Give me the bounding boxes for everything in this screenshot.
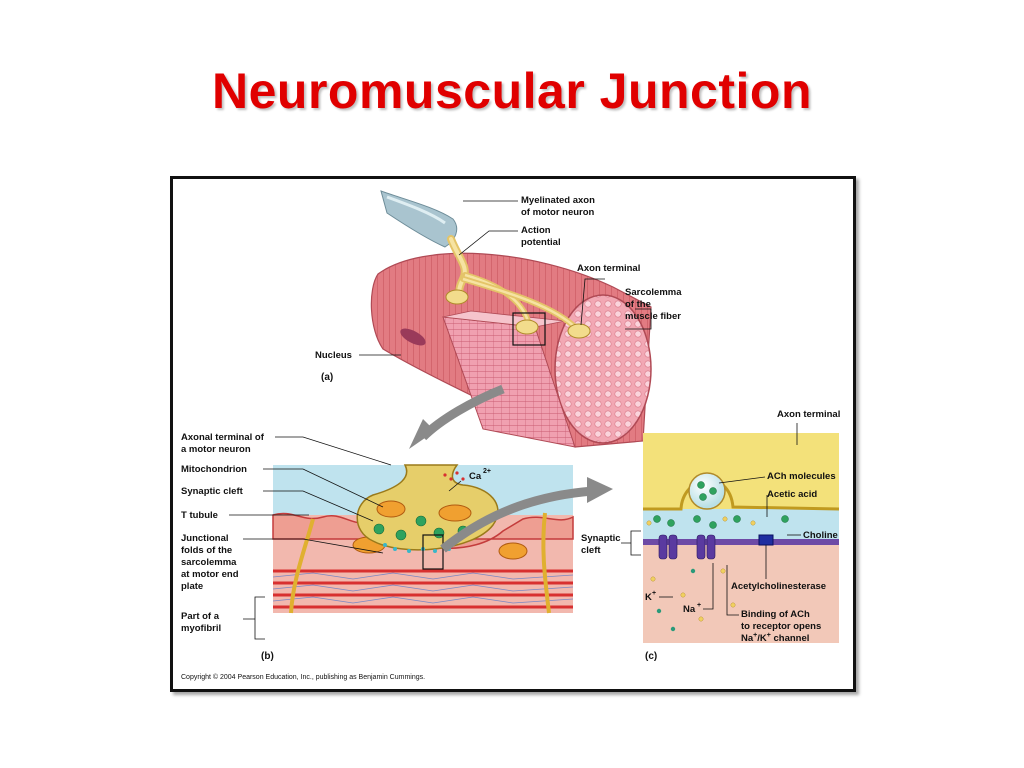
myelin-sheath bbox=[380, 190, 458, 248]
diagram-label: to receptor opens bbox=[741, 621, 821, 632]
diagram-label: (c) bbox=[645, 651, 657, 662]
diagram-label: Synaptic cleft bbox=[181, 486, 244, 497]
diagram-label: Axon terminal bbox=[777, 409, 840, 420]
zoom-arrow-b-to-c bbox=[440, 486, 594, 553]
diagram-label: Na bbox=[741, 633, 754, 644]
myofibril-b bbox=[273, 569, 573, 609]
zoom-box-a bbox=[512, 312, 546, 346]
postsynaptic-membrane bbox=[643, 539, 839, 545]
diagram-label: Axonal terminal of bbox=[181, 432, 265, 443]
diagram-label: Myelinated axon bbox=[521, 195, 595, 206]
mitochondrion-b1 bbox=[376, 500, 406, 518]
diagram-label: (a) bbox=[321, 372, 333, 383]
diagram-label: plate bbox=[181, 581, 203, 592]
mitochondrion-b2 bbox=[438, 504, 472, 522]
diagram-label: Binding of ACh bbox=[741, 609, 810, 620]
diagram-label: + bbox=[652, 590, 656, 597]
diagram-label: ACh molecules bbox=[767, 471, 836, 482]
diagram-label: folds of the bbox=[181, 545, 232, 556]
diagram-label: Junctional bbox=[181, 533, 229, 544]
muscle-nucleus bbox=[400, 328, 426, 346]
diagram-label: Action bbox=[521, 225, 551, 236]
diagram-label: /K bbox=[757, 633, 767, 644]
t-tubule-right bbox=[541, 512, 551, 614]
diagram-label: K bbox=[645, 592, 652, 603]
diagram-label: + bbox=[697, 602, 701, 609]
figure-frame: Myelinated axon of motor neuron Action p… bbox=[170, 176, 856, 692]
diagram-label: sarcolemma bbox=[181, 557, 237, 568]
t-tubule-left bbox=[289, 518, 315, 614]
diagram-label: of the bbox=[625, 299, 651, 310]
diagram-label: + bbox=[767, 632, 771, 639]
myelin-sheath-highlight bbox=[386, 195, 446, 225]
diagram-label: Axon terminal bbox=[577, 263, 640, 274]
diagram-label: Ca bbox=[469, 471, 482, 482]
diagram-label: Sarcolemma bbox=[625, 287, 682, 298]
acetylcholinesterase bbox=[758, 534, 774, 546]
diagram-label: Acetic acid bbox=[767, 489, 817, 500]
axon-terminal-c bbox=[643, 433, 839, 509]
axon-terminal-a2 bbox=[515, 319, 539, 335]
ach-receptors bbox=[658, 534, 716, 560]
diagram-label: potential bbox=[521, 237, 561, 248]
diagram-label: myofibril bbox=[181, 623, 221, 634]
axon-terminal-a1 bbox=[445, 289, 469, 305]
diagram-label: muscle fiber bbox=[625, 311, 681, 322]
neuromuscular-diagram: Myelinated axon of motor neuron Action p… bbox=[181, 190, 840, 681]
diagram-label: Mitochondrion bbox=[181, 464, 247, 475]
diagram-label: Synaptic bbox=[581, 533, 621, 544]
diagram-label: Nucleus bbox=[315, 350, 352, 361]
zoom-box-b bbox=[422, 534, 444, 570]
diagram-label: channel bbox=[771, 633, 810, 644]
page-title: Neuromuscular Junction bbox=[212, 63, 812, 119]
panel-c: Axon terminal ACh molecules Acetic acid … bbox=[581, 409, 840, 662]
diagram-label: 2+ bbox=[483, 468, 491, 475]
diagram-label: T tubule bbox=[181, 510, 218, 521]
diagram-label: (b) bbox=[261, 651, 274, 662]
axon-terminal-a3 bbox=[567, 323, 591, 339]
svg-text:Na+/K+ channel: Na+/K+ channel bbox=[741, 632, 809, 644]
panel-b: Ca 2+ Axonal terminal of a motor neuron … bbox=[181, 432, 574, 662]
diagram-label: Part of a bbox=[181, 611, 220, 622]
panel-a: Myelinated axon of motor neuron Action p… bbox=[315, 190, 682, 448]
diagram-label: Acetylcholinesterase bbox=[731, 581, 826, 592]
diagram-label: Choline bbox=[803, 530, 838, 541]
copyright-text: Copyright © 2004 Pearson Education, Inc.… bbox=[181, 673, 425, 681]
diagram-label: at motor end bbox=[181, 569, 239, 580]
diagram-label: + bbox=[753, 632, 757, 639]
diagram-label: cleft bbox=[581, 545, 601, 556]
diagram-label: Na bbox=[683, 604, 696, 615]
ach-molecules-vesicle bbox=[697, 481, 717, 501]
diagram-label: a motor neuron bbox=[181, 444, 251, 455]
synaptic-cleft-c bbox=[643, 509, 839, 539]
diagram-label: of motor neuron bbox=[521, 207, 595, 218]
exocytosis-vesicle bbox=[688, 472, 726, 510]
